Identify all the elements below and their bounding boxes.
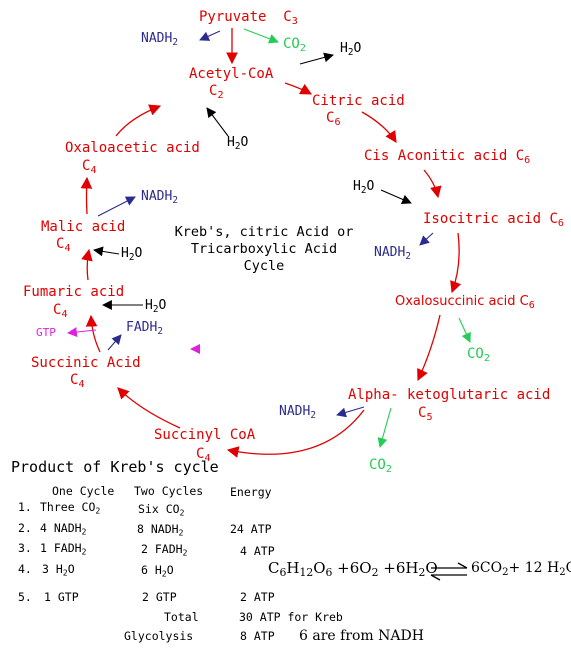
acetyl-coa-label: Acetyl-CoA: [189, 66, 274, 82]
fadh-succinic: FADH2: [126, 320, 163, 337]
row-num: 2.: [18, 521, 32, 535]
row-num: 1.: [18, 500, 32, 514]
succinyl-coa-label: Succinyl CoA: [154, 427, 256, 443]
co2-oxalosuccinic: CO2: [467, 346, 490, 365]
row5-two-cycles: 2 GTP: [142, 590, 177, 604]
arrow-co2-pyruvate: [243, 28, 279, 44]
nadh-malic: NADH2: [141, 189, 178, 206]
col-two-cycles: Two Cycles: [134, 484, 204, 498]
succinic-acid-label: Succinic Acid: [31, 355, 141, 371]
total-value: 30 ATP for Kreb: [239, 610, 343, 624]
co2-alpha: CO2: [369, 457, 392, 476]
magenta-marker: [190, 344, 200, 354]
h2o-malic: H2O: [121, 246, 143, 263]
fumaric-acid-label: Fumaric acid: [23, 284, 125, 300]
row1-one-cycle: Three CO2: [40, 500, 101, 516]
glycolysis-note: 6 are from NADH: [299, 628, 424, 644]
arrow-gtp: [67, 327, 97, 337]
row5-energy: 2 ATP: [240, 590, 275, 604]
row1-two-cycles: Six CO2: [138, 502, 185, 518]
alpha-ketoglutaric-label: Alpha- ketoglutaric acid: [348, 387, 551, 403]
equation-left: C6H12O6 +6O2 +6H2O: [268, 559, 438, 580]
oxalosuccinic-label: Oxalosuccinic acid C6: [395, 294, 535, 311]
fumaric-acid-carbon: C4: [53, 302, 68, 321]
pyruvate-label: Pyruvate C3: [199, 9, 298, 28]
arrow-malic-to-oxaloacetic: [80, 176, 93, 215]
glycolysis-value: 8 ATP: [240, 629, 275, 643]
arrow-nadh-isocitric: [419, 232, 434, 246]
arrow-h2o-out-malic: [93, 246, 120, 257]
cycle-title-line2: Tricarboxylic Acid: [190, 240, 338, 257]
citric-acid-label: Citric acid: [312, 93, 405, 109]
arrow-fumaric-to-malic: [81, 248, 93, 281]
col-one-cycle: One Cycle: [52, 484, 115, 498]
citric-acid-carbon: C6: [326, 110, 341, 129]
row2-one-cycle: 4 NADH2: [40, 521, 87, 537]
row2-energy: 24 ATP: [230, 522, 272, 536]
row4-two-cycles: 6 H2O: [141, 563, 174, 579]
nadh-pyruvate: NADH2: [141, 31, 178, 48]
row-num: 3.: [18, 541, 32, 555]
h2o-fumaric: H2O: [145, 298, 167, 315]
nadh-alpha: NADH2: [279, 404, 316, 421]
row2-two-cycles: 8 NADH2: [137, 522, 184, 538]
arrow-isocitric-to-oxalosuccinic: [450, 232, 462, 294]
isocitric-label: Isocitric acid C6: [423, 211, 564, 230]
gtp-label: GTP: [36, 326, 56, 339]
h2o-isocitric: H2O: [353, 179, 375, 196]
acetyl-coa-carbon: C2: [209, 83, 224, 102]
cycle-title-line3: Cycle: [243, 257, 285, 274]
row5-one-cycle: 1 GTP: [44, 590, 79, 604]
row-num: 4.: [18, 562, 32, 576]
arrow-co2-oxalosuccinic: [458, 317, 471, 343]
row4-one-cycle: 3 H2O: [42, 562, 75, 578]
nadh-isocitric: NADH2: [374, 245, 411, 262]
total-label: Total: [164, 610, 199, 624]
cycle-title-line1: Kreb's, citric Acid or: [174, 224, 354, 240]
h2o-acetyl: H2O: [227, 135, 249, 152]
arrow-nadh-pyruvate: [199, 30, 221, 41]
cycle-title: Kreb's, citric Acid or Tricarboxylic Aci…: [168, 224, 360, 275]
arrow-cisaconitic-to-isocitric: [423, 169, 442, 199]
cis-aconitic-label: Cis Aconitic acid C6: [364, 148, 531, 167]
col-energy: Energy: [230, 485, 272, 499]
malic-acid-label: Malic acid: [41, 219, 126, 235]
arrow-citric-to-cisaconitic: [361, 111, 397, 143]
row3-one-cycle: 1 FADH2: [40, 541, 87, 557]
arrow-h2o-into-isocitric: [380, 189, 412, 204]
malic-acid-carbon: C4: [56, 236, 71, 255]
alpha-ketoglutaric-carbon: C5: [418, 405, 433, 424]
arrow-oxalosuccinic-to-alpha: [417, 314, 441, 382]
arrow-succinylcoa-to-succinic: [117, 387, 181, 429]
arrow-co2-alpha: [377, 407, 392, 448]
arrow-nadh-alpha: [336, 406, 365, 418]
arrow-h2o-out-top: [299, 52, 334, 65]
glycolysis-label: Glycolysis: [124, 629, 194, 643]
arrow-h2o-into-acetyl: [206, 107, 229, 137]
row3-energy: 4 ATP: [240, 544, 275, 558]
succinyl-coa-carbon: C4: [196, 446, 211, 465]
arrow-succinic-to-fumaric: [85, 314, 101, 353]
product-heading: Product of Kreb's cycle: [11, 458, 219, 476]
co2-pyruvate: CO2: [283, 36, 306, 55]
oxaloacetic-acid-carbon: C4: [82, 158, 97, 177]
equation-right: 6CO2+ 12 H2O: [471, 560, 571, 579]
arrow-fadh-succinic: [107, 334, 122, 351]
oxaloacetic-acid-label: Oxaloacetic acid: [65, 140, 200, 156]
succinic-acid-carbon: C4: [70, 372, 85, 391]
arrow-nadh-malic: [97, 196, 136, 217]
row3-two-cycles: 2 FADH2: [141, 542, 188, 558]
equilibrium-arrows: [430, 562, 468, 581]
arrow-alpha-to-succinylcoa: [226, 409, 365, 458]
row-num: 5.: [18, 590, 32, 604]
arrow-oxaloacetic-to-acetyl: [115, 104, 162, 137]
h2o-top: H2O: [340, 41, 362, 58]
arrow-acetyl-to-citric: [284, 82, 313, 95]
